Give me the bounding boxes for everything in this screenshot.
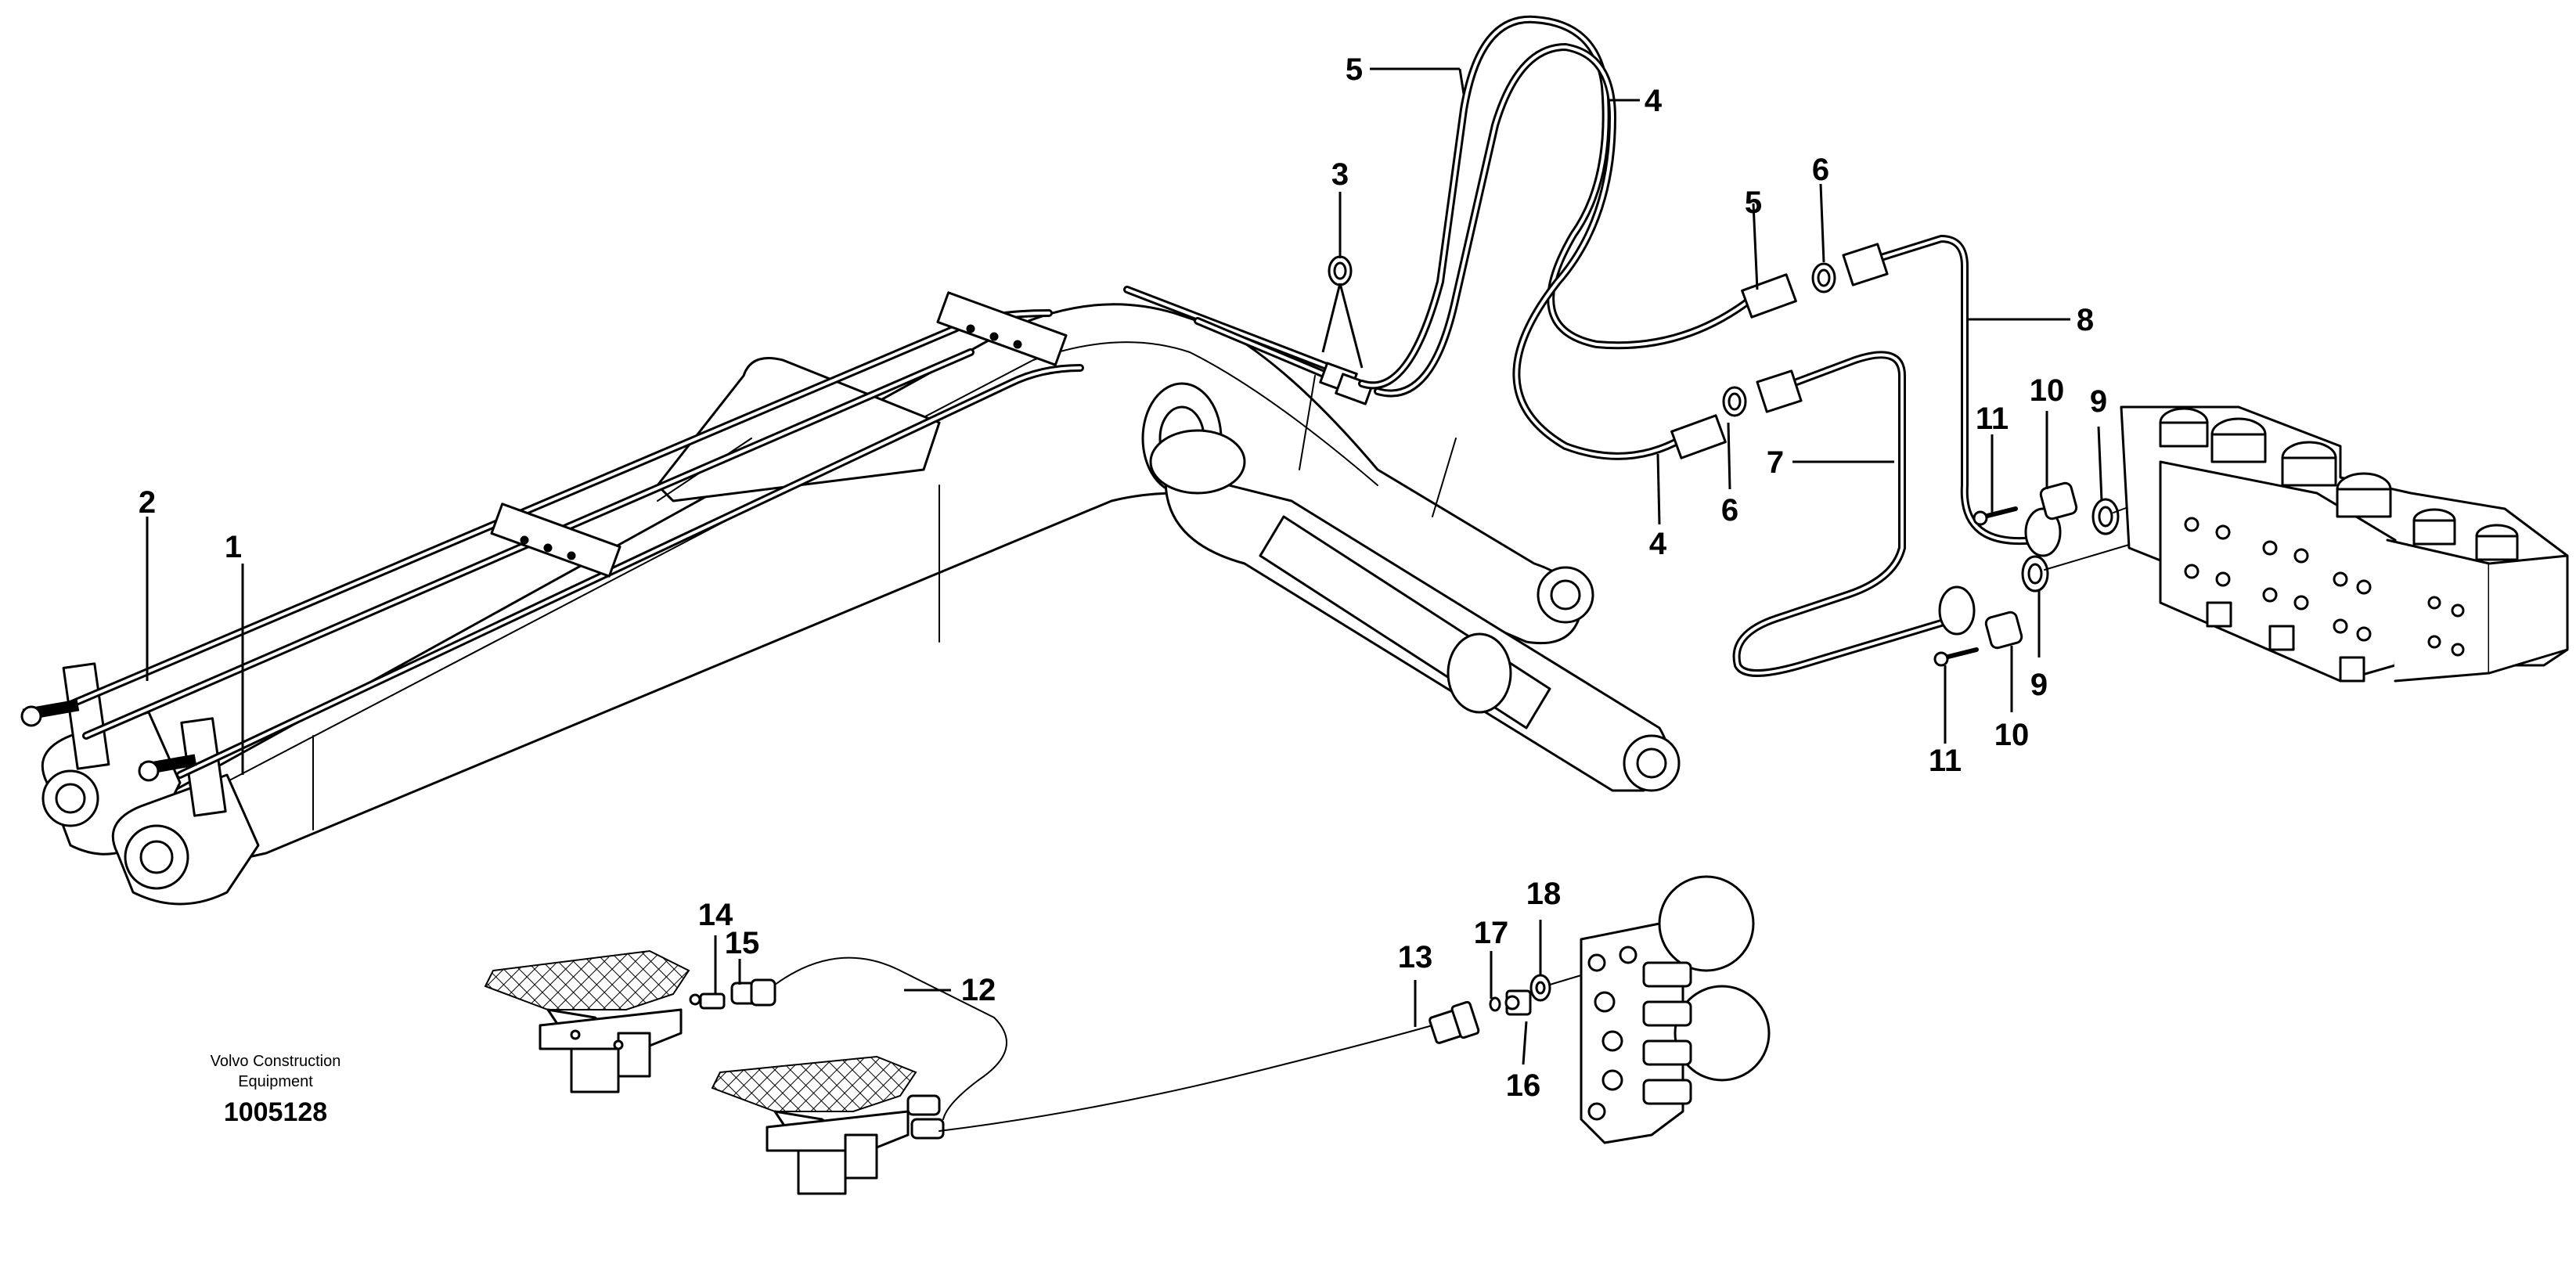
pipe-1	[176, 364, 1084, 779]
callout-18: 18	[1526, 877, 1562, 911]
callout-17: 17	[1474, 916, 1509, 950]
callout-5-lower: 5	[1745, 186, 1762, 220]
pipe-clamp-middle	[490, 503, 621, 578]
callout-9-lower: 9	[2030, 668, 2048, 702]
fitting-13	[1429, 1000, 1480, 1044]
o-ring-6-lower	[1722, 386, 1747, 417]
pilot-valve-block	[1580, 875, 1771, 1144]
callout-15: 15	[725, 926, 760, 960]
o-ring-3	[1328, 255, 1353, 286]
callout-11-lower: 11	[1929, 744, 1962, 778]
hose-4-fitting	[1670, 414, 1727, 459]
callout-5-upper: 5	[1346, 52, 1363, 87]
callout-4-upper: 4	[1645, 84, 1663, 118]
leader-lines	[146, 67, 2103, 1065]
callout-1: 1	[225, 530, 242, 564]
callout-14: 14	[698, 898, 733, 932]
o-ring-9-upper	[2091, 498, 2120, 535]
pedal-left	[484, 949, 690, 1093]
callout-3: 3	[1331, 157, 1349, 192]
callout-6-upper: 6	[1812, 153, 1829, 187]
o-ring-6-upper	[1811, 262, 1836, 294]
callout-labels: 1 2 3 4 4 5 5 6 6 7 8 9 9 10 10 11 11 12…	[139, 52, 2107, 1103]
pipe-clamp-upper	[936, 291, 1068, 366]
callout-9-upper: 9	[2090, 384, 2107, 419]
company-line-1: Volvo Construction	[211, 1053, 341, 1070]
fitting-15	[730, 978, 776, 1007]
hose-5-fitting	[1741, 273, 1797, 319]
pedal-right-fittings	[906, 1094, 945, 1140]
hose-12	[774, 956, 1433, 1132]
callout-7: 7	[1767, 445, 1784, 480]
washer-18	[1529, 974, 1551, 1002]
illustration-number: 1005128	[224, 1097, 327, 1127]
pedal-right	[711, 1055, 917, 1195]
callout-10-upper: 10	[2030, 373, 2065, 408]
callout-4-lower: 4	[1649, 527, 1667, 561]
control-valve	[2120, 405, 2569, 683]
fitting-14	[689, 992, 726, 1010]
pipe-7	[1732, 351, 1961, 677]
callout-2: 2	[139, 485, 156, 520]
screw-11-upper	[1973, 506, 2018, 526]
illustration-id-block: Volvo Construction Equipment 1005128	[211, 1053, 341, 1127]
flange-10-upper	[2024, 481, 2078, 557]
o-ring-17	[1489, 996, 1501, 1012]
pipe-foot-fittings	[20, 699, 197, 782]
callout-11-upper: 11	[1976, 402, 2009, 436]
callout-6-lower: 6	[1721, 493, 1738, 528]
screw-11-lower	[1933, 647, 1979, 667]
company-line-2: Equipment	[238, 1073, 313, 1090]
boom-cylinder	[1149, 429, 1681, 792]
hose-4	[1374, 43, 1687, 460]
pipe-8	[1842, 235, 2039, 546]
callout-13: 13	[1398, 940, 1433, 974]
callout-16: 16	[1506, 1068, 1541, 1103]
o-ring-9-lower	[2021, 555, 2049, 593]
callout-8: 8	[2077, 303, 2094, 337]
hose-5	[1358, 15, 1757, 390]
callout-10-lower: 10	[1994, 718, 2030, 752]
callout-12: 12	[961, 973, 996, 1007]
boom-hose-ends	[1123, 286, 1374, 405]
flange-10-lower	[1938, 585, 2023, 650]
adapter-16	[1504, 989, 1532, 1016]
